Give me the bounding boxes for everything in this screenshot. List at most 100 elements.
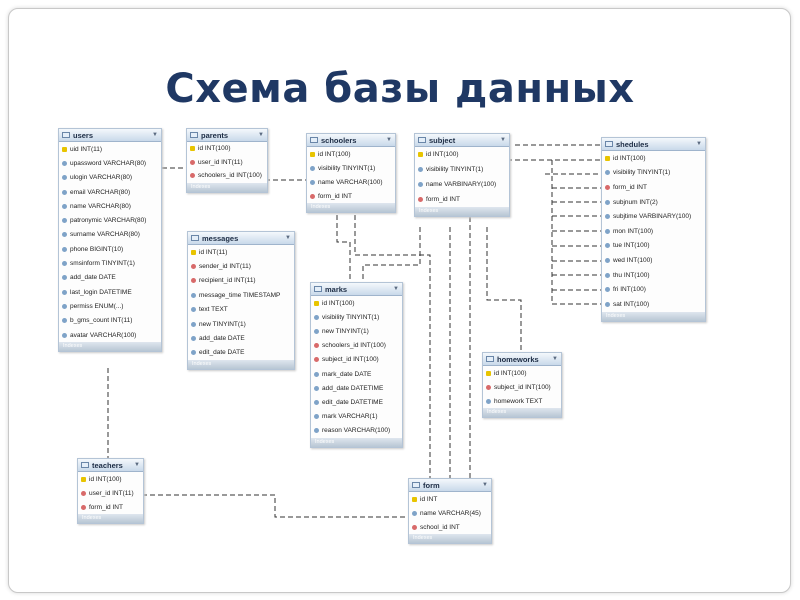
column-icon bbox=[314, 385, 319, 391]
table-row: subjnum INT(2) bbox=[602, 195, 705, 210]
table-row: visibility TINYINT(1) bbox=[415, 162, 509, 177]
table-row: form_id INT bbox=[602, 180, 705, 195]
key-icon bbox=[81, 476, 86, 482]
table-header[interactable]: schoolers▼ bbox=[307, 134, 395, 147]
table-form[interactable]: form▼ id INT name VARCHAR(45) school_id … bbox=[408, 478, 492, 544]
chevron-down-icon[interactable]: ▼ bbox=[696, 141, 702, 147]
table-header[interactable]: shedules ▼ bbox=[602, 138, 705, 151]
table-header[interactable]: subject▼ bbox=[415, 134, 509, 147]
table-row: mon INT(100) bbox=[602, 224, 705, 239]
chevron-down-icon[interactable]: ▼ bbox=[393, 286, 399, 292]
table-row: new TINYINT(1) bbox=[188, 317, 294, 331]
table-header[interactable]: teachers▼ bbox=[78, 459, 143, 472]
table-header[interactable]: homeworks▼ bbox=[483, 353, 561, 366]
table-schoolers[interactable]: schoolers▼ id INT(100) visibility TINYIN… bbox=[306, 133, 396, 213]
table-row: email VARCHAR(80) bbox=[59, 185, 161, 199]
chevron-down-icon[interactable]: ▼ bbox=[386, 137, 392, 143]
link-teachers-form bbox=[142, 494, 408, 518]
indexes-footer[interactable]: Indexes bbox=[307, 203, 395, 212]
table-header[interactable]: users▼ bbox=[59, 129, 161, 142]
table-row: edit_date DATE bbox=[188, 346, 294, 360]
column-icon bbox=[314, 314, 319, 320]
table-header[interactable]: messages▼ bbox=[188, 232, 294, 245]
table-row: upassword VARCHAR(80) bbox=[59, 156, 161, 170]
table-row: ulogin VARCHAR(80) bbox=[59, 171, 161, 185]
table-homeworks[interactable]: homeworks▼ id INT(100) subject_id INT(10… bbox=[482, 352, 562, 418]
indexes-footer[interactable]: Indexes bbox=[409, 534, 491, 543]
foreign-key-icon bbox=[486, 384, 491, 390]
key-icon bbox=[314, 300, 319, 306]
table-teachers[interactable]: teachers▼ id INT(100) user_id INT(11) fo… bbox=[77, 458, 144, 524]
table-shedules[interactable]: shedules ▼ id INT(100) visibility TINYINT… bbox=[601, 137, 706, 322]
column-icon bbox=[62, 218, 67, 224]
table-icon bbox=[191, 235, 199, 241]
column-icon bbox=[62, 332, 67, 338]
table-row: subject_id INT(100) bbox=[311, 353, 402, 367]
chevron-down-icon[interactable]: ▼ bbox=[134, 462, 140, 468]
table-name: parents bbox=[201, 130, 229, 140]
column-icon bbox=[412, 510, 417, 516]
table-users[interactable]: users▼ uid INT(11) upassword VARCHAR(80)… bbox=[58, 128, 162, 353]
indexes-footer[interactable]: Indexes bbox=[415, 207, 509, 216]
column-icon bbox=[605, 272, 610, 278]
indexes-footer[interactable]: Indexes bbox=[187, 182, 267, 192]
table-row: form_id INT bbox=[415, 192, 509, 207]
indexes-footer[interactable]: Indexes bbox=[602, 311, 705, 321]
indexes-footer[interactable]: Indexes bbox=[188, 360, 294, 370]
key-icon bbox=[605, 155, 610, 161]
indexes-footer[interactable]: Indexes bbox=[59, 342, 161, 352]
chevron-down-icon[interactable]: ▼ bbox=[152, 132, 158, 138]
table-row: name VARBINARY(100) bbox=[415, 177, 509, 192]
table-row: add_date DATE bbox=[59, 271, 161, 285]
foreign-key-icon bbox=[81, 504, 86, 510]
key-icon bbox=[62, 146, 67, 152]
column-icon bbox=[314, 399, 319, 405]
column-icon bbox=[486, 398, 491, 404]
table-row: id INT bbox=[409, 492, 491, 506]
chevron-down-icon[interactable]: ▼ bbox=[552, 356, 558, 362]
table-row: user_id INT(11) bbox=[187, 156, 267, 170]
table-header[interactable]: marks▼ bbox=[311, 283, 402, 296]
chevron-down-icon[interactable]: ▼ bbox=[500, 137, 506, 143]
column-icon bbox=[314, 371, 319, 377]
foreign-key-icon bbox=[81, 490, 86, 496]
table-row: fri INT(100) bbox=[602, 282, 705, 297]
column-icon bbox=[62, 160, 67, 166]
table-row: new TINYINT(1) bbox=[311, 324, 402, 338]
column-icon bbox=[62, 189, 67, 195]
column-icon bbox=[62, 261, 67, 267]
chevron-down-icon[interactable]: ▼ bbox=[258, 132, 264, 138]
table-row: id INT(100) bbox=[602, 151, 705, 166]
table-icon bbox=[418, 137, 426, 143]
column-icon bbox=[605, 257, 610, 263]
link-schoolers-form bbox=[354, 215, 431, 478]
table-row: name VARCHAR(80) bbox=[59, 199, 161, 213]
key-icon bbox=[310, 151, 315, 157]
foreign-key-icon bbox=[605, 184, 610, 190]
indexes-footer[interactable]: Indexes bbox=[78, 514, 143, 523]
table-row: form_id INT bbox=[307, 189, 395, 203]
table-messages[interactable]: messages▼ id INT(11) sender_id INT(11) r… bbox=[187, 231, 295, 371]
table-name: shedules bbox=[616, 139, 649, 149]
chevron-down-icon[interactable]: ▼ bbox=[482, 482, 488, 488]
table-header[interactable]: form▼ bbox=[409, 479, 491, 492]
table-row: subjtime VARBINARY(100) bbox=[602, 209, 705, 224]
table-row: message_time TIMESTAMP bbox=[188, 288, 294, 302]
table-subject[interactable]: subject▼ id INT(100) visibility TINYINT(… bbox=[414, 133, 510, 217]
table-parents[interactable]: parents▼ id INT(100) user_id INT(11) sch… bbox=[186, 128, 268, 193]
table-marks[interactable]: marks▼ id INT(100) visibility TINYINT(1)… bbox=[310, 282, 403, 448]
table-header[interactable]: parents ▼ bbox=[187, 129, 267, 142]
indexes-footer[interactable]: Indexes bbox=[311, 437, 402, 447]
foreign-key-icon bbox=[191, 264, 196, 270]
table-row: tue INT(100) bbox=[602, 239, 705, 254]
table-row: name VARCHAR(100) bbox=[307, 175, 395, 189]
chevron-down-icon[interactable]: ▼ bbox=[285, 235, 291, 241]
table-row: homework TEXT bbox=[483, 394, 561, 408]
table-row: wed INT(100) bbox=[602, 253, 705, 268]
table-row: reason VARCHAR(100) bbox=[311, 424, 402, 438]
table-row: schoolers_id INT(100) bbox=[187, 169, 267, 183]
table-row: visibility TINYINT(1) bbox=[602, 166, 705, 181]
indexes-footer[interactable]: Indexes bbox=[483, 408, 561, 417]
table-icon bbox=[310, 137, 318, 143]
column-icon bbox=[418, 182, 423, 187]
